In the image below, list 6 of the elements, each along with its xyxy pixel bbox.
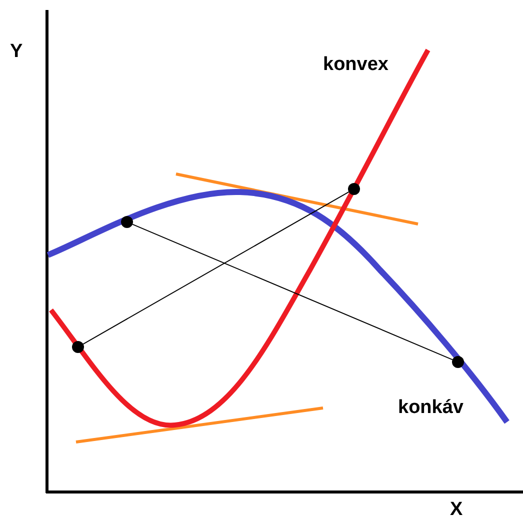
curve-label: konvex: [323, 55, 388, 74]
chord-line: [82, 191, 350, 345]
curve-label: konkáv: [398, 398, 464, 417]
axis-label: X: [450, 500, 463, 519]
axis-label: Y: [10, 42, 23, 61]
chord-line: [132, 224, 453, 360]
